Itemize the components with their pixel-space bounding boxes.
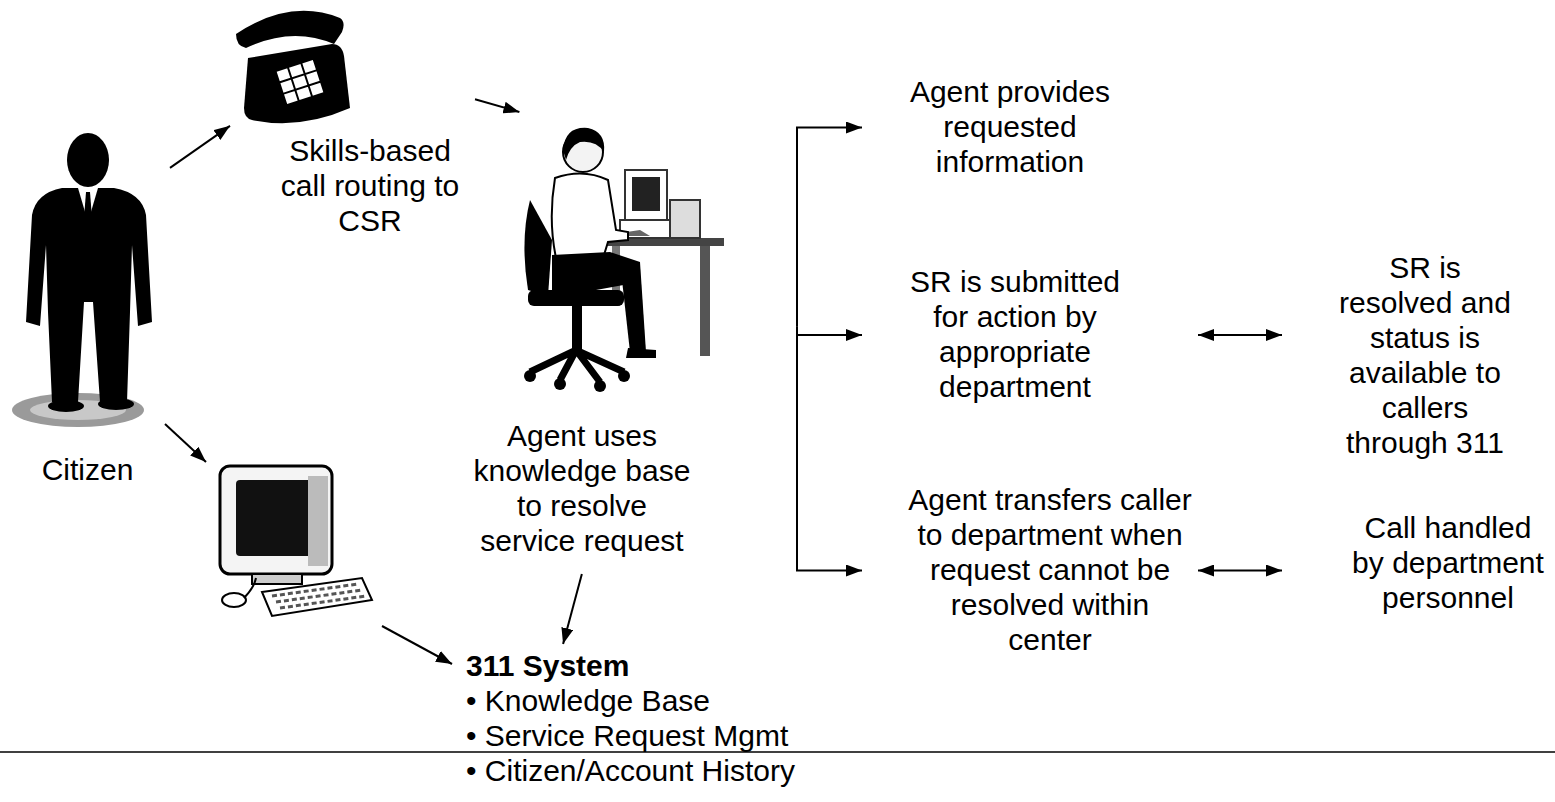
outcome-text: Agent transfers caller to department whe… [862,480,1198,661]
bullet-item: • Citizen/Account History [466,753,795,788]
node-text: Call handled by department personnel [1348,510,1548,615]
flow-arrow [382,626,452,664]
connector-arrow [563,574,582,644]
telephone-icon [236,11,350,123]
node-text: Citizen [5,452,170,487]
connector-arrow [1198,570,1282,572]
bullet-item: • Knowledge Base [466,683,795,718]
outcome-text: SR is submitted for action by appropriat… [862,262,1198,408]
node-text: Agent provides requested information [890,74,1130,179]
node-text: SR is submitted for action by appropriat… [900,264,1130,404]
citizen-figure [12,133,152,427]
connector-arrow [170,126,230,168]
node-text: Skills-based call routing to CSR [270,133,470,238]
agent-node: Agent uses knowledge base to resolve ser… [450,112,797,574]
node-text: Agent uses knowledge base to resolve ser… [466,418,698,558]
node-text: Agent transfers caller to department whe… [905,482,1195,657]
computer-icon [220,466,372,616]
system-heading: 311 System [466,648,795,683]
connector-arrow [797,327,862,335]
result-text: SR is resolved and status is available t… [1282,248,1552,464]
node-text: SR is resolved and status is available t… [1335,250,1515,460]
connector-arrow [797,128,862,327]
flow-arrow [165,424,206,462]
result-text: Call handled by department personnel [1282,508,1552,619]
system-node: 311 System• Knowledge Base• Service Requ… [462,644,799,792]
connector-arrow [475,99,519,112]
citizen-node: Citizen [5,125,170,495]
agent-at-desk [524,128,724,392]
connector-arrow [797,327,862,571]
bullet-item: • Service Request Mgmt [466,718,795,753]
outcome-text: Agent provides requested information [862,72,1158,183]
routing-node: Skills-based call routing to CSR [230,0,475,242]
connector-arrow [1198,334,1282,336]
